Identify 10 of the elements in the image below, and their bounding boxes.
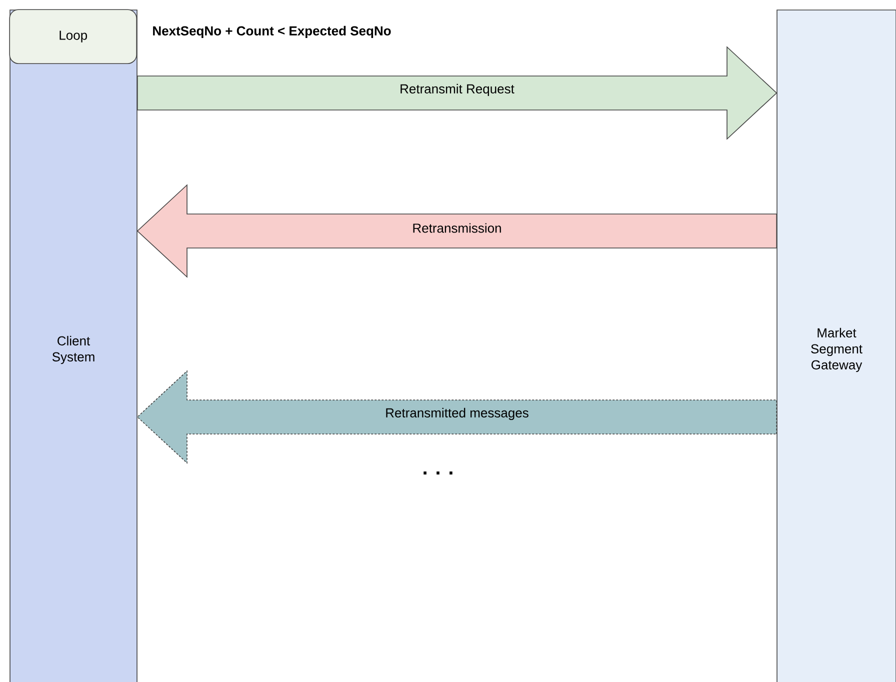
edge-label: Retransmitted messages <box>386 408 528 420</box>
lifeline-bar: Market Segment Gateway <box>776 10 896 682</box>
block-arrow <box>136 370 777 464</box>
loop-frame: Loop <box>9 9 138 64</box>
edge-label: Retransmit Request <box>400 84 514 96</box>
edge-label: Retransmission <box>413 223 501 233</box>
block-arrow <box>137 46 778 140</box>
condition-text: NextSeqNo + Count < Expected SeqNo <box>153 26 391 38</box>
block-arrow <box>136 184 777 278</box>
ellipsis: . . . <box>424 472 452 474</box>
